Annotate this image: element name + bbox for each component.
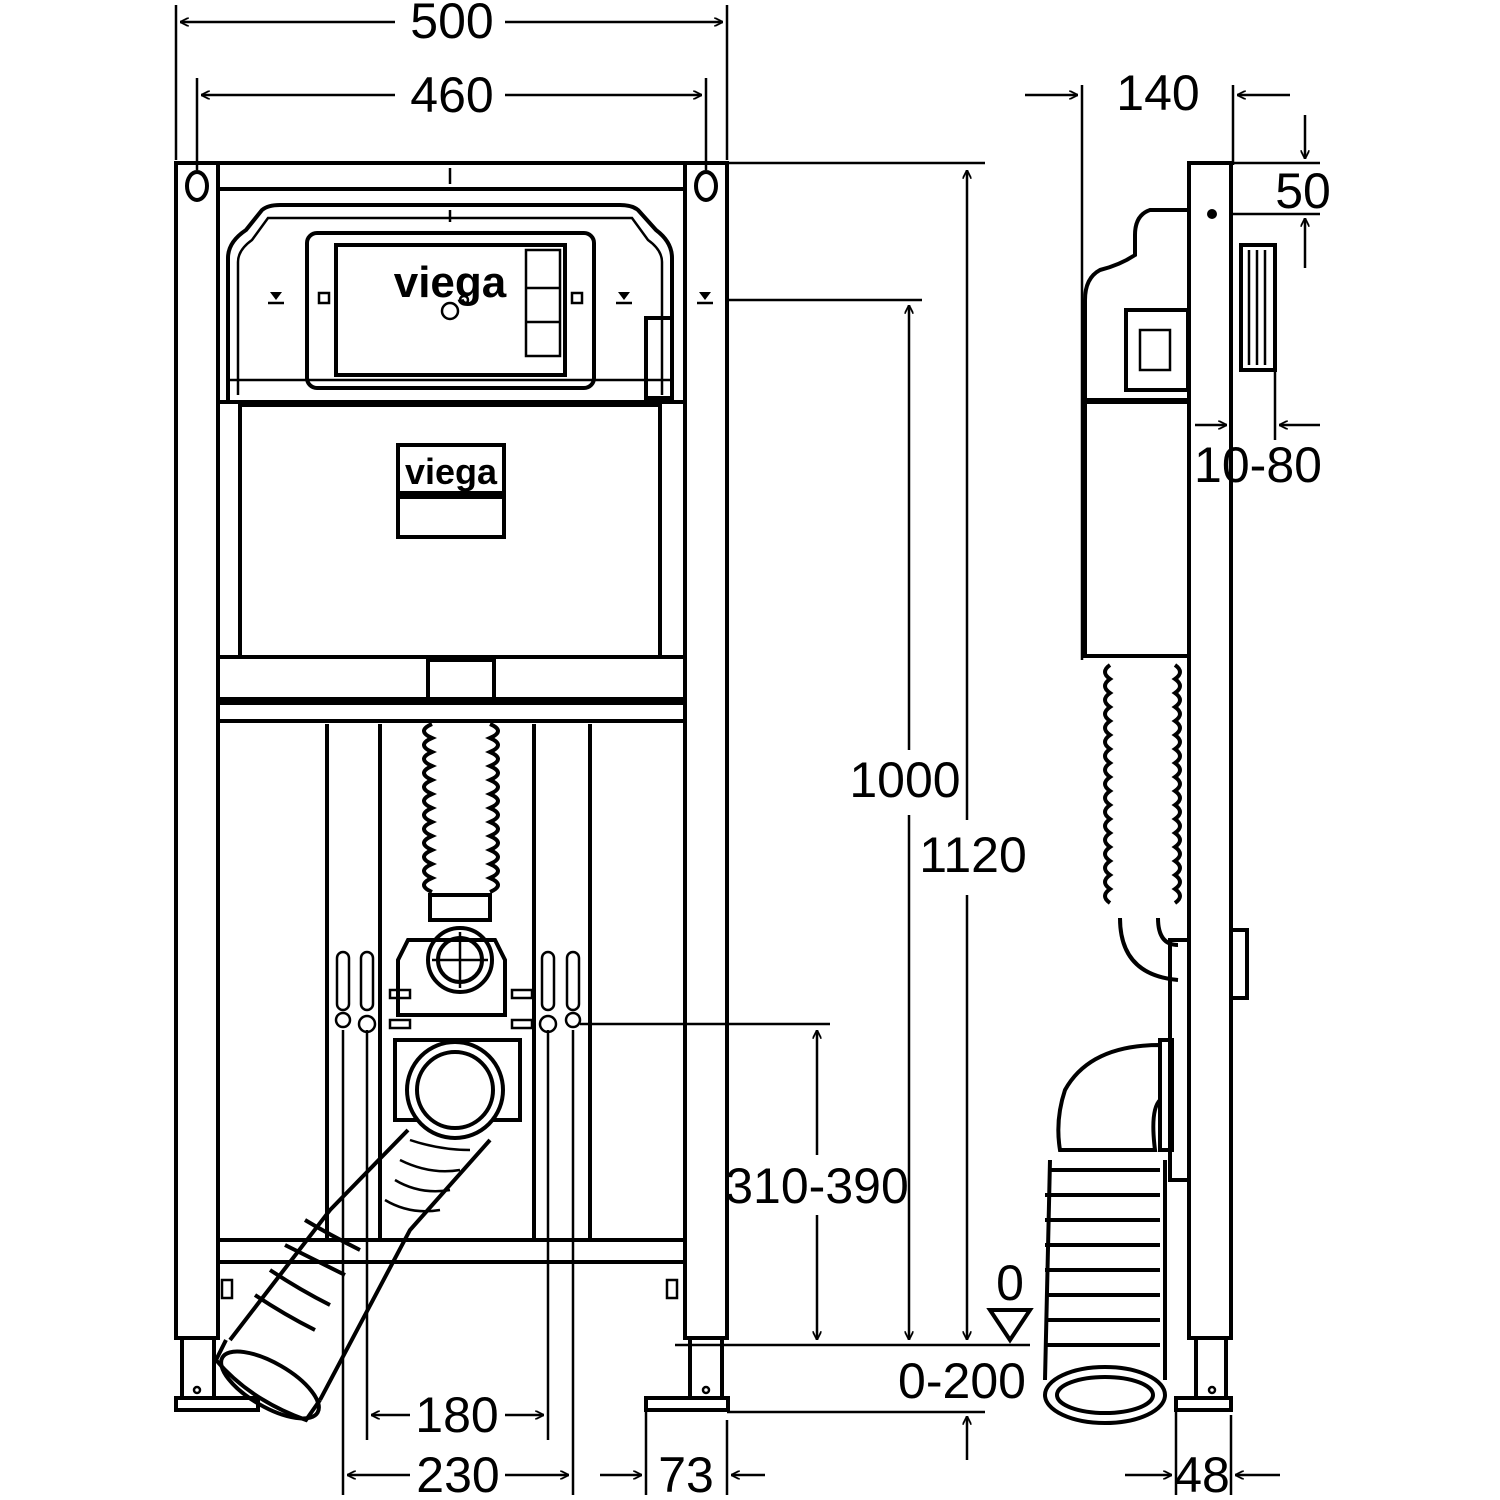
cistern-body <box>238 403 662 659</box>
side-cistern-body <box>1083 400 1191 658</box>
wall-spacer <box>1239 243 1277 372</box>
brand-logo-upper: viega <box>394 258 507 307</box>
drain-elbow <box>393 1038 522 1122</box>
label-plate <box>396 495 506 539</box>
dim-drain-height: 310-390 <box>725 1158 909 1214</box>
front-view: viega viega <box>174 161 730 1423</box>
bottom-crossbar <box>216 1238 687 1264</box>
brand-logo-lower: viega <box>405 451 498 492</box>
flush-plate-opening <box>305 231 596 390</box>
flush-plate-inner <box>334 243 567 377</box>
fixing-hole-left <box>185 170 209 202</box>
dim-side-foot-depth: 48 <box>1174 1447 1230 1500</box>
side-drain <box>1043 1038 1174 1425</box>
dimensions: 500 460 1120 1000 310-390 0 0-200 <box>174 0 1331 1500</box>
dim-outer-spacing: 230 <box>416 1447 499 1500</box>
connection-housing <box>396 938 507 1017</box>
dim-top-offset: 50 <box>1275 163 1331 219</box>
dim-flush-height: 1000 <box>849 752 960 808</box>
bolt-slots <box>334 950 582 1034</box>
side-view <box>1043 161 1277 1425</box>
middle-crossbar <box>216 655 687 701</box>
dim-zero-mark: 0 <box>996 1255 1024 1311</box>
flush-pipe-bellows <box>422 658 500 922</box>
brand-label-frame <box>396 443 506 495</box>
side-bracket <box>644 316 674 400</box>
dim-depth: 140 <box>1116 65 1199 121</box>
left-post <box>174 161 220 1340</box>
fixing-hole-right <box>694 170 718 202</box>
side-cistern-top <box>1083 208 1189 402</box>
side-post <box>1187 161 1233 1340</box>
top-rail <box>216 161 687 191</box>
side-flush-bellows <box>1103 663 1191 1182</box>
water-inlet <box>426 926 494 994</box>
dim-foot-width: 73 <box>658 1447 714 1500</box>
dim-fixing-width: 460 <box>410 67 493 123</box>
dim-overall-width: 500 <box>410 0 493 49</box>
dim-wall-gap: 10-80 <box>1194 437 1322 493</box>
right-post <box>683 161 729 1340</box>
drain-outlet <box>405 1040 505 1140</box>
feet <box>174 1278 730 1412</box>
floor-level-marker <box>986 1308 1034 1344</box>
dim-inner-spacing: 180 <box>415 1387 498 1443</box>
cistern-frame <box>226 203 674 400</box>
dim-frame-height: 1120 <box>919 827 1027 883</box>
dim-foot-adjust: 0-200 <box>898 1353 1026 1409</box>
